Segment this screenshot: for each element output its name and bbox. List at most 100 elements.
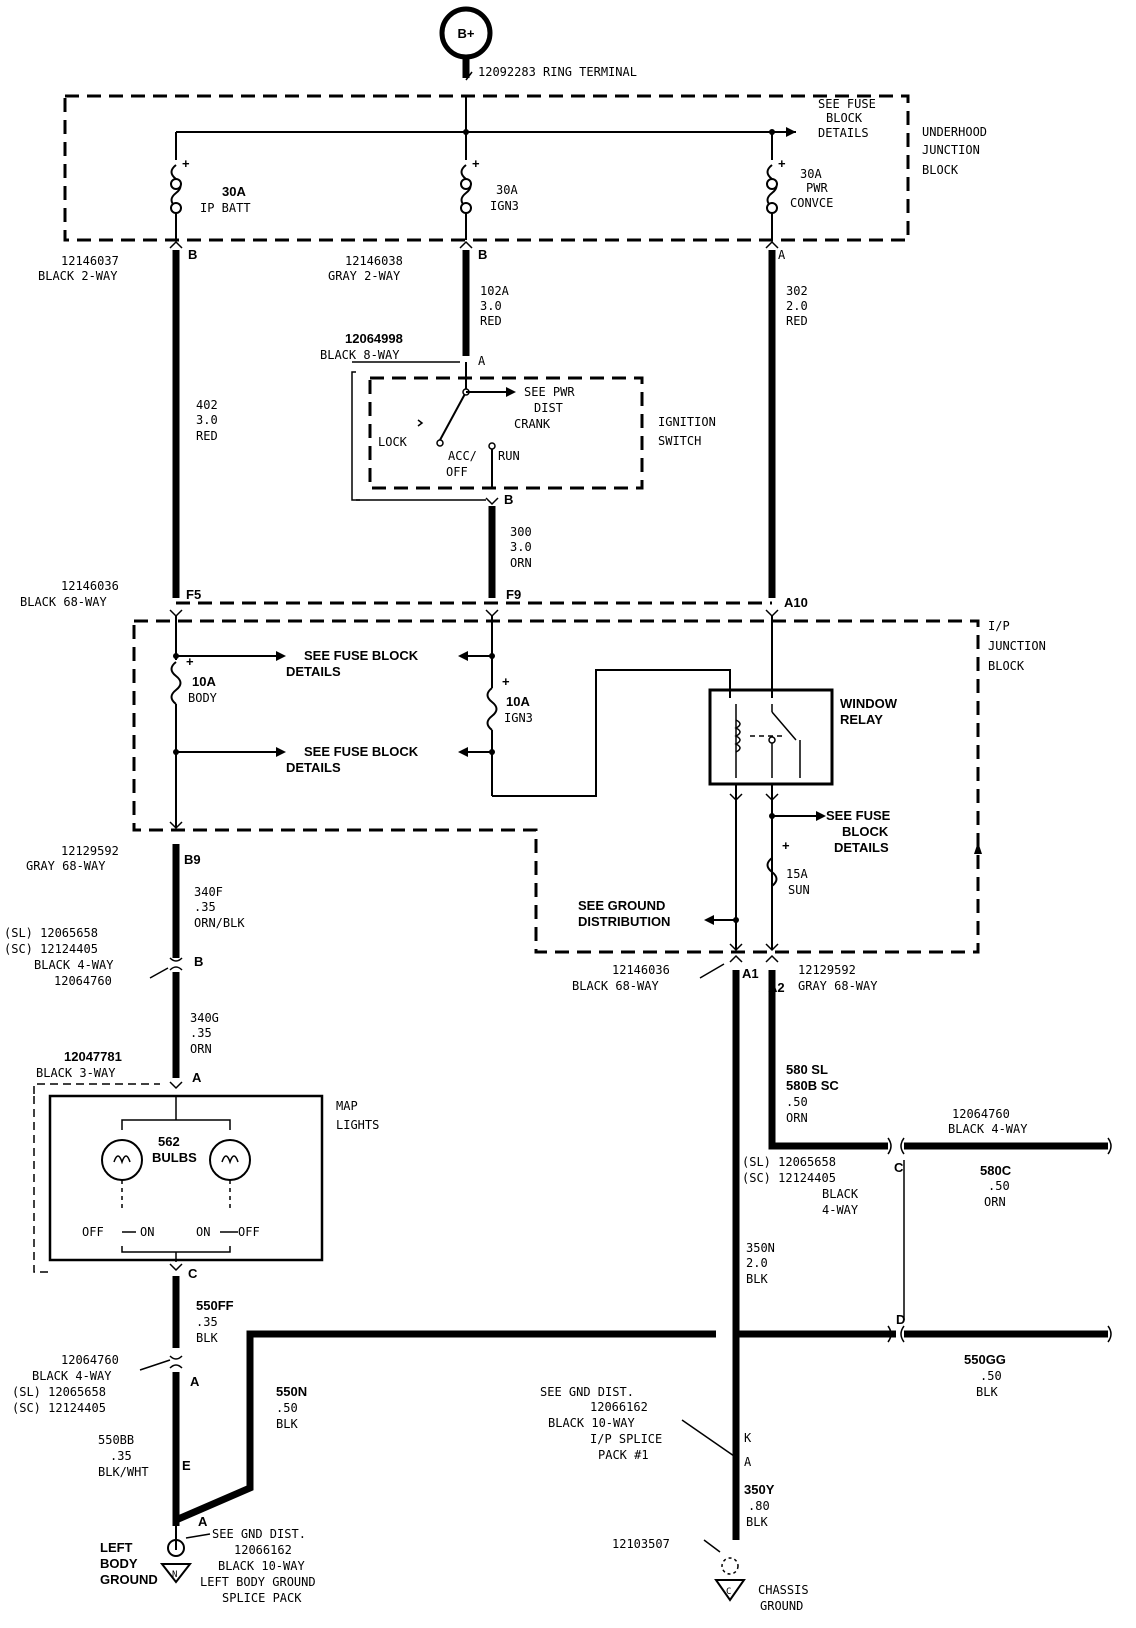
svg-text:BODY: BODY xyxy=(100,1556,138,1571)
underhood-junction-block xyxy=(63,94,910,242)
svg-text:PWR: PWR xyxy=(806,181,828,195)
svg-text:30A: 30A xyxy=(496,183,518,197)
svg-text:12064760: 12064760 xyxy=(54,974,112,988)
fuse-pwr-convce: + 30A PWR CONVCE xyxy=(766,156,833,214)
svg-text:550N: 550N xyxy=(276,1384,307,1399)
connector-b9: 12129592 GRAY 68-WAY B9 xyxy=(26,844,201,873)
svg-text:ORN: ORN xyxy=(786,1111,808,1125)
svg-text:350N: 350N xyxy=(746,1241,775,1255)
switch-right: ON OFF xyxy=(196,1225,260,1239)
svg-text:BLOCK: BLOCK xyxy=(922,163,959,177)
svg-text:.35: .35 xyxy=(110,1449,132,1463)
svg-text:30A: 30A xyxy=(222,184,246,199)
svg-text:F5: F5 xyxy=(186,587,201,602)
svg-text:12129592: 12129592 xyxy=(61,844,119,858)
svg-text:550GG: 550GG xyxy=(964,1352,1006,1367)
svg-text:12064760: 12064760 xyxy=(61,1353,119,1367)
svg-text:BLACK 4-WAY: BLACK 4-WAY xyxy=(32,1369,112,1383)
svg-text:3.0: 3.0 xyxy=(480,299,502,313)
fuse-ign3-rating: 10A xyxy=(506,694,530,709)
pin-c-right: C xyxy=(894,1160,904,1175)
wire-580 xyxy=(768,970,888,1150)
svg-text:I/P SPLICE: I/P SPLICE xyxy=(590,1432,662,1446)
left-body-ground-label: LEFT BODY GROUND xyxy=(100,1540,158,1587)
svg-text:580B SC: 580B SC xyxy=(786,1078,839,1093)
svg-text:JUNCTION: JUNCTION xyxy=(988,639,1046,653)
svg-text:580C: 580C xyxy=(980,1163,1012,1178)
svg-text:3.0: 3.0 xyxy=(510,540,532,554)
svg-text:GROUND: GROUND xyxy=(100,1572,158,1587)
see-fuse-block-1: SEE FUSE BLOCK xyxy=(304,648,419,663)
svg-text:BLOCK: BLOCK xyxy=(988,659,1025,673)
svg-text:.50: .50 xyxy=(786,1095,808,1109)
svg-text:(SL) 12065658: (SL) 12065658 xyxy=(742,1155,836,1169)
svg-text:.35: .35 xyxy=(196,1315,218,1329)
svg-text:550BB: 550BB xyxy=(98,1433,134,1447)
svg-text:SEE GND DIST.: SEE GND DIST. xyxy=(212,1527,306,1541)
wire-302-label: 302 2.0 RED xyxy=(786,284,808,328)
fuse-body xyxy=(170,661,182,705)
svg-text:IGNITION: IGNITION xyxy=(658,415,716,429)
svg-text:4-WAY: 4-WAY xyxy=(822,1203,859,1217)
wire-300-label: 300 3.0 ORN xyxy=(510,525,532,570)
svg-text:GRAY 68-WAY: GRAY 68-WAY xyxy=(26,859,106,873)
svg-text:BLK: BLK xyxy=(746,1272,768,1286)
fuse-ign3-name: IGN3 xyxy=(504,711,533,725)
map-lights-label: MAP LIGHTS xyxy=(336,1099,379,1132)
wire-350y-label: 350Y .80 BLK xyxy=(744,1482,775,1529)
svg-text:BLACK 68-WAY: BLACK 68-WAY xyxy=(572,979,659,993)
connector-left-a: 12064760 BLACK 4-WAY (SL) 12065658 (SC) … xyxy=(12,1353,200,1415)
svg-text:B: B xyxy=(194,954,203,969)
wire-550n xyxy=(174,1330,716,1524)
svg-text:.35: .35 xyxy=(190,1026,212,1040)
battery-terminal: B+ xyxy=(439,6,493,60)
svg-text:3.0: 3.0 xyxy=(196,413,218,427)
window-relay-label-2: RELAY xyxy=(840,712,883,727)
fuse-ign3-underhood: + 30A IGN3 xyxy=(460,156,519,214)
details-2: DETAILS xyxy=(286,760,341,775)
svg-text:IGN3: IGN3 xyxy=(490,199,519,213)
details-1: DETAILS xyxy=(286,664,341,679)
svg-text:BLACK 10-WAY: BLACK 10-WAY xyxy=(548,1416,635,1430)
battery-label: B+ xyxy=(458,26,475,41)
svg-text:BLACK 4-WAY: BLACK 4-WAY xyxy=(948,1122,1028,1136)
svg-text:A1: A1 xyxy=(742,966,759,981)
svg-text:BLACK 8-WAY: BLACK 8-WAY xyxy=(320,348,400,362)
left-ground-ref: SEE GND DIST. 12066162 BLACK 10-WAY LEFT… xyxy=(200,1527,316,1605)
svg-text:UNDERHOOD: UNDERHOOD xyxy=(922,125,987,139)
pin-a-splice: A xyxy=(198,1514,208,1529)
svg-text:2.0: 2.0 xyxy=(786,299,808,313)
svg-text:C: C xyxy=(726,1587,731,1597)
svg-text:+: + xyxy=(182,156,190,171)
svg-text:12047781: 12047781 xyxy=(64,1049,122,1064)
svg-text:+: + xyxy=(472,156,480,171)
left-body-ground-icon: N xyxy=(159,1539,193,1584)
svg-text:(SL) 12065658: (SL) 12065658 xyxy=(12,1385,106,1399)
svg-text:SPLICE PACK: SPLICE PACK xyxy=(222,1591,302,1605)
svg-text:GRAY 68-WAY: GRAY 68-WAY xyxy=(798,979,878,993)
svg-text:12146036: 12146036 xyxy=(612,963,670,977)
svg-text:ORN/BLK: ORN/BLK xyxy=(194,916,245,930)
svg-text:12146038: 12146038 xyxy=(345,254,403,268)
wire-340g-label: 340G .35 ORN xyxy=(190,1011,219,1056)
fuse-ip-batt: + 30A IP BATT xyxy=(170,156,251,215)
fuse-sun-name: SUN xyxy=(788,883,810,897)
svg-text:LEFT: LEFT xyxy=(100,1540,133,1555)
pin-a-right: A xyxy=(744,1455,752,1469)
svg-text:SEE FUSE: SEE FUSE xyxy=(818,97,876,111)
svg-text:+: + xyxy=(782,838,790,853)
pin-d-right: D xyxy=(896,1312,905,1327)
svg-text:SEE FUSE: SEE FUSE xyxy=(826,808,891,823)
svg-text:RED: RED xyxy=(196,429,218,443)
ignition-connector-label: 12064998 BLACK 8-WAY A xyxy=(320,331,486,368)
ignition-lock: LOCK xyxy=(378,435,408,449)
svg-text:350Y: 350Y xyxy=(744,1482,775,1497)
svg-text:340F: 340F xyxy=(194,885,223,899)
svg-text:12066162: 12066162 xyxy=(234,1543,292,1557)
bulbs-label: BULBS xyxy=(152,1150,197,1165)
svg-text:BLACK: BLACK xyxy=(822,1187,859,1201)
map-lights xyxy=(48,1094,324,1262)
pin-k: K xyxy=(744,1431,752,1445)
svg-text:LIGHTS: LIGHTS xyxy=(336,1118,379,1132)
svg-text:BLACK 2-WAY: BLACK 2-WAY xyxy=(38,269,118,283)
